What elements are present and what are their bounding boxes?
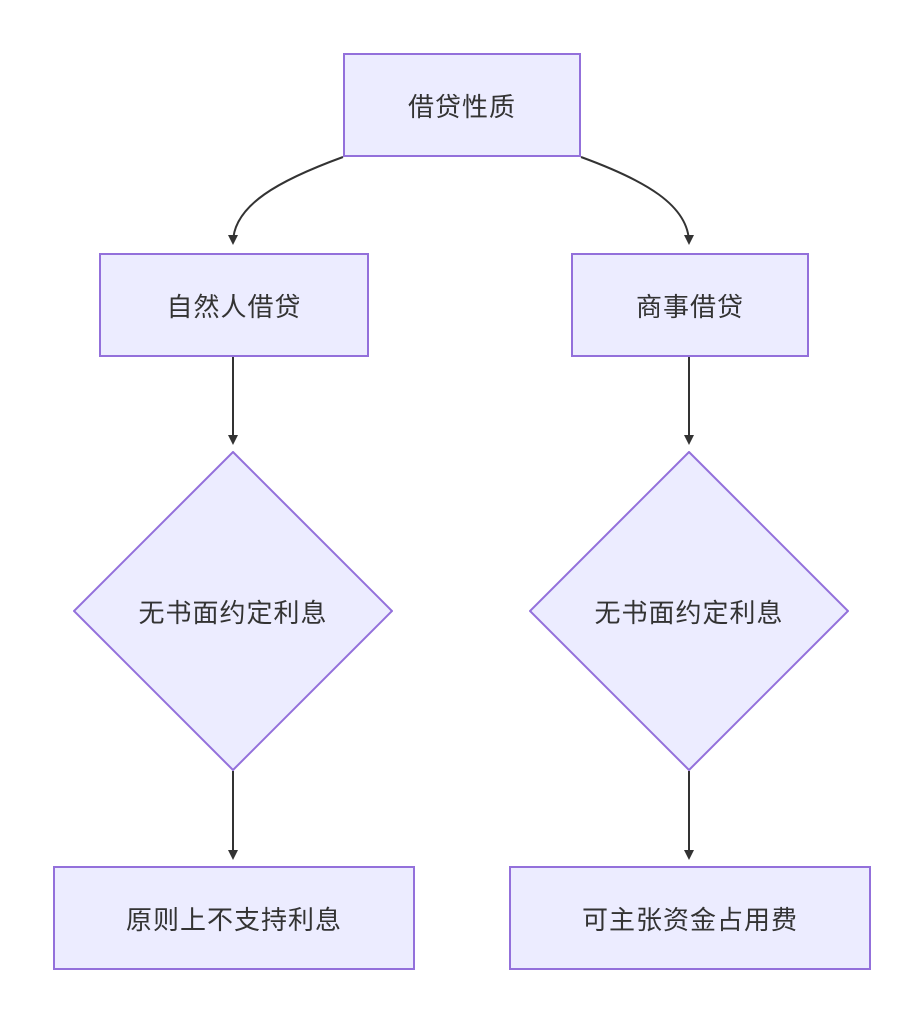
natural-loan-label: 自然人借贷 — [166, 292, 302, 323]
natural-loan-node: 自然人借贷 — [99, 253, 369, 357]
edge-root-to-natural — [228, 156, 344, 245]
natural-decision-node: 无书面约定利息 — [73, 451, 393, 771]
natural-decision-label: 无书面约定利息 — [138, 598, 328, 629]
commercial-decision-node: 无书面约定利息 — [529, 451, 849, 771]
root-node-label: 借贷性质 — [407, 92, 516, 123]
commercial-decision-shape — [529, 451, 849, 771]
natural-decision-shape — [73, 451, 393, 771]
commercial-loan-node: 商事借贷 — [571, 253, 809, 357]
commercial-result-label: 可主张资金占用费 — [581, 905, 798, 936]
root-node: 借贷性质 — [343, 53, 581, 157]
commercial-decision-label: 无书面约定利息 — [594, 598, 784, 629]
natural-result-node: 原则上不支持利息 — [53, 866, 415, 970]
commercial-result-node: 可主张资金占用费 — [509, 866, 871, 970]
commercial-loan-label: 商事借贷 — [635, 292, 744, 323]
natural-result-label: 原则上不支持利息 — [125, 905, 342, 936]
edge-root-to-commercial — [580, 156, 694, 245]
